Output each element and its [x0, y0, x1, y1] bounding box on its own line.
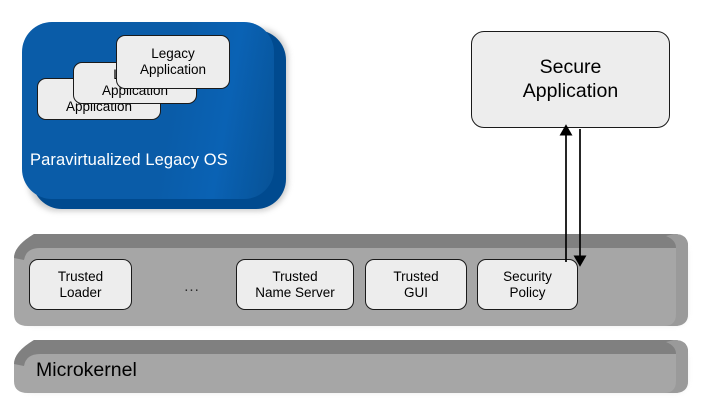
trusted-name-server-line1: Trusted: [272, 268, 318, 284]
microkernel-label: Microkernel: [36, 359, 137, 381]
legacy-os-label: Paravirtualized Legacy OS: [30, 151, 228, 169]
trusted-loader-line2: Loader: [59, 284, 102, 300]
trusted-gui-box[interactable]: Trusted GUI: [365, 259, 467, 310]
security-policy-box[interactable]: Security Policy: [477, 259, 578, 310]
secure-application-box[interactable]: Secure Application: [471, 31, 670, 128]
trusted-name-server-box[interactable]: Trusted Name Server: [236, 259, 354, 310]
trusted-loader-box[interactable]: Trusted Loader: [29, 259, 132, 310]
microkernel-slab: Microkernel: [14, 340, 688, 393]
security-policy-line2: Policy: [509, 284, 546, 300]
services-ellipsis: ...: [184, 278, 200, 295]
legacy-app-3-line2: Application: [139, 62, 207, 77]
trusted-gui-line2: GUI: [403, 284, 428, 300]
security-policy-line1: Security: [503, 268, 552, 284]
legacy-app-3-line1: Legacy: [151, 46, 195, 62]
legacy-application-box-3[interactable]: Legacy Application: [116, 35, 230, 89]
secure-app-line1: Secure: [539, 55, 602, 78]
trusted-name-server-line2: Name Server: [255, 284, 335, 300]
secure-app-line2: Application: [522, 79, 619, 102]
trusted-loader-line1: Trusted: [57, 268, 104, 284]
kernel-slab-shape: [14, 340, 688, 393]
trusted-gui-line1: Trusted: [393, 268, 439, 284]
